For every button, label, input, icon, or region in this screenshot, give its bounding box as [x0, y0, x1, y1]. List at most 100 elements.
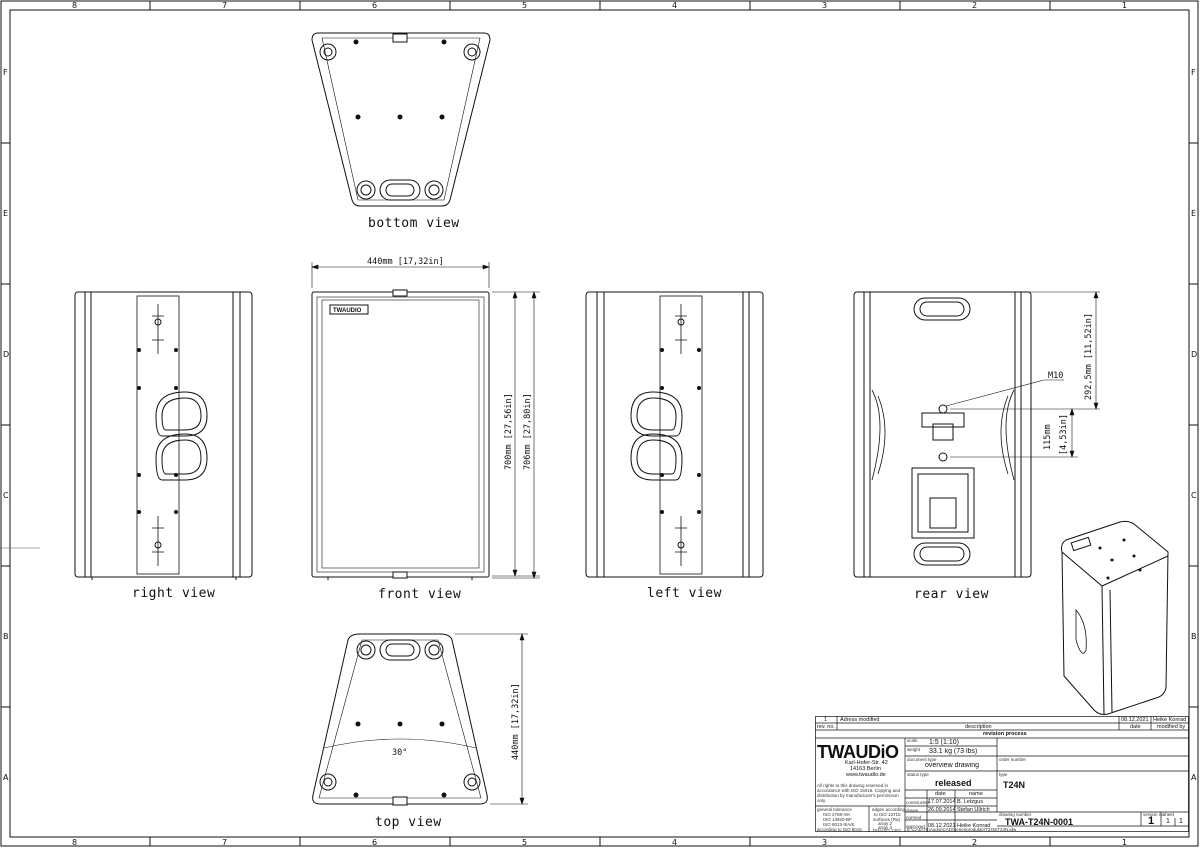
rights-line: accordance with ISO 16016. Copying and	[817, 788, 901, 793]
weight-label: weight	[907, 747, 921, 752]
col-label: 3	[822, 1, 827, 10]
revision-number: 1	[824, 716, 828, 723]
approved-label: approved	[906, 824, 925, 829]
top-depth-dimension: 440mm [17,32in]	[511, 683, 521, 760]
normed-label: normed	[906, 815, 922, 820]
name-column-header: name	[969, 791, 983, 797]
type-label: type	[999, 772, 1008, 777]
col-label: 3	[822, 838, 827, 847]
constructed-label: constructed	[906, 800, 930, 805]
file-path: E:\CAD\T4\Audio\CAD\Serienprodukte\T24N\…	[907, 827, 1017, 832]
row-label: D	[3, 350, 9, 359]
address-line: www.twaudio.de	[846, 772, 886, 778]
type-value: T24N	[1003, 780, 1026, 790]
weight-value: 33.1 kg (73 lbs)	[929, 748, 978, 755]
rights-line: All rights to this drawing reserved in	[817, 783, 889, 788]
rear-dimension-lines	[945, 291, 1100, 458]
rear-view-label: rear view	[914, 587, 989, 602]
col-label: 7	[222, 838, 227, 847]
rev-no-header: rev. no.	[817, 723, 835, 730]
company-logo: TWAUDiO	[817, 742, 899, 762]
front-view-label: front view	[378, 587, 462, 602]
cabinet-badge: TWAUDIO	[333, 308, 362, 314]
status-value: released	[935, 778, 972, 788]
sheet-label: sheet	[1163, 812, 1175, 817]
scale-label: scale	[907, 738, 918, 743]
revision-text: Adress modified	[840, 716, 880, 723]
col-label: 6	[372, 838, 377, 847]
frame-row-labels: F E D C B A F E D C B A	[3, 68, 1197, 782]
edges-line: to ISO 13715	[874, 812, 901, 817]
title-block: 1 Adress modified 08.12.2021 Heike Konra…	[815, 716, 1189, 833]
rights-line: only.	[817, 798, 827, 803]
date-column-header: date	[935, 791, 946, 797]
tolerance-line: general tolerance	[817, 807, 852, 812]
date-header: date	[1130, 723, 1141, 730]
left-view-drawing	[585, 291, 764, 578]
row-label: C	[3, 491, 9, 500]
width-dimension: 440mm [17,32in]	[367, 257, 444, 267]
row-label: C	[1191, 491, 1197, 500]
row-label: B	[3, 632, 9, 641]
drawn-name: Stefan Ullrich	[957, 807, 990, 813]
row-label: A	[3, 773, 9, 782]
surfaces-line: surfaces (Ra)	[873, 817, 901, 822]
surfaces-line: DIN ISO 1302	[873, 828, 902, 833]
isometric-view-drawing	[1061, 520, 1169, 715]
approved-name: Heike Konrad	[957, 823, 991, 829]
frame-column-labels: 8 7 6 5 4 3 2 1 8 7 6 5 4 3 2 1	[72, 1, 1127, 847]
col-label: 1	[1122, 838, 1127, 847]
edges-line: edges according	[872, 807, 906, 812]
rear-292-dimension: 292,5mm [11,52in]	[1084, 313, 1094, 400]
version-label: version no.	[1143, 812, 1166, 817]
col-label: 4	[672, 838, 677, 847]
version-value: 1	[1148, 815, 1155, 827]
row-label: F	[3, 68, 8, 77]
drawn-date: 26.09.2014	[928, 807, 956, 813]
front-view-drawing: TWAUDIO	[311, 289, 490, 580]
status-label: status type	[907, 772, 929, 777]
rights-line: distribution by manufacturer's permissio…	[817, 793, 899, 798]
doc-type-value: overview drawing	[925, 762, 980, 769]
row-label: E	[1191, 209, 1196, 218]
rear-view-drawing	[853, 291, 1032, 578]
approved-date: 08.12.2021	[928, 823, 956, 829]
rear-115-inch-dimension: [4,53in]	[1059, 414, 1069, 455]
order-number-label: order number	[999, 757, 1027, 762]
row-label: E	[3, 209, 8, 218]
col-label: 8	[72, 838, 77, 847]
top-view-drawing	[312, 633, 488, 806]
constructed-date: 17.07.2014	[928, 799, 956, 805]
col-label: 2	[972, 838, 977, 847]
scale-value: 1:5 (1:10)	[929, 739, 959, 746]
bottom-view-label: bottom view	[368, 216, 460, 231]
col-label: 8	[72, 1, 77, 10]
col-label: 6	[372, 1, 377, 10]
row-label: F	[1191, 68, 1196, 77]
title-block-grid	[815, 716, 1189, 832]
revision-date: 08.12.2021	[1121, 716, 1149, 723]
thread-callout: M10	[1048, 371, 1063, 381]
surfaces-line: array 3	[878, 825, 893, 830]
doc-type-label: document type	[907, 757, 937, 762]
revision-process: revision process	[983, 730, 1027, 737]
angle-dimension: 30°	[392, 748, 407, 758]
right-view-label: right view	[132, 586, 216, 601]
top-view-label: top view	[375, 815, 442, 830]
surfaces-line: array 2	[878, 821, 893, 826]
col-label: 5	[522, 838, 527, 847]
row-label: A	[1191, 773, 1197, 782]
col-label: 2	[972, 1, 977, 10]
address-line: Karl-Hofer-Str. 42	[845, 760, 888, 766]
height-706-dimension: 706mm [27,80in]	[523, 393, 533, 470]
description-header: description	[965, 723, 992, 730]
row-label: B	[1191, 632, 1197, 641]
sheet-value: 1	[1166, 818, 1170, 825]
constructed-name: B. Letzgus	[957, 799, 983, 805]
col-label: 7	[222, 1, 227, 10]
modified-by-header: modified by	[1157, 723, 1186, 730]
bottom-view-drawing	[311, 32, 491, 207]
tolerance-line: according to ISO 8015	[817, 827, 862, 832]
